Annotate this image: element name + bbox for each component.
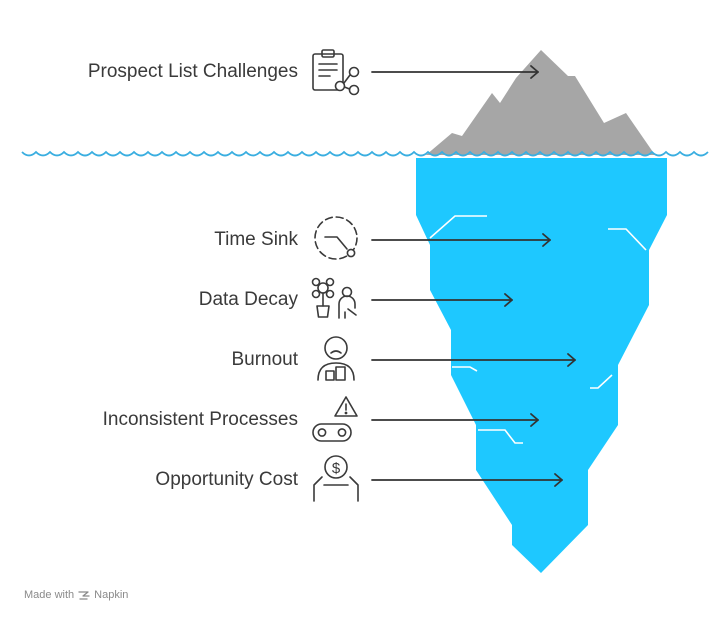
label-inconsistent-processes: Inconsistent Processes	[102, 409, 298, 430]
warning-conveyor-icon	[312, 396, 358, 442]
napkin-logo-icon	[78, 590, 90, 600]
label-time-sink: Time Sink	[214, 229, 298, 250]
label-prospect-list-challenges: Prospect List Challenges	[87, 61, 298, 82]
arrow-prospect-list	[371, 65, 539, 79]
sad-person-icon	[317, 336, 355, 381]
water-line	[21, 150, 709, 157]
wilting-plant-person-icon	[311, 277, 357, 319]
arrow-burnout	[371, 353, 576, 367]
iceberg-body	[416, 158, 667, 573]
label-burnout: Burnout	[231, 349, 298, 370]
iceberg-tip	[426, 50, 655, 155]
dollar-coin-slot-icon: $	[313, 455, 359, 502]
clock-icon	[314, 216, 358, 260]
footer-attribution[interactable]: Made with Napkin	[24, 589, 128, 601]
clipboard-share-icon	[312, 49, 360, 96]
footer-prefix: Made with	[24, 589, 75, 601]
svg-text:$: $	[332, 460, 341, 477]
arrow-inconsistent-processes	[371, 413, 539, 427]
arrow-data-decay	[371, 293, 513, 307]
footer-brand: Napkin	[94, 589, 129, 601]
arrow-time-sink	[371, 233, 551, 247]
label-opportunity-cost: Opportunity Cost	[155, 469, 298, 490]
ice-highlights	[429, 215, 647, 444]
label-data-decay: Data Decay	[198, 289, 298, 310]
arrow-opportunity-cost	[371, 473, 563, 487]
